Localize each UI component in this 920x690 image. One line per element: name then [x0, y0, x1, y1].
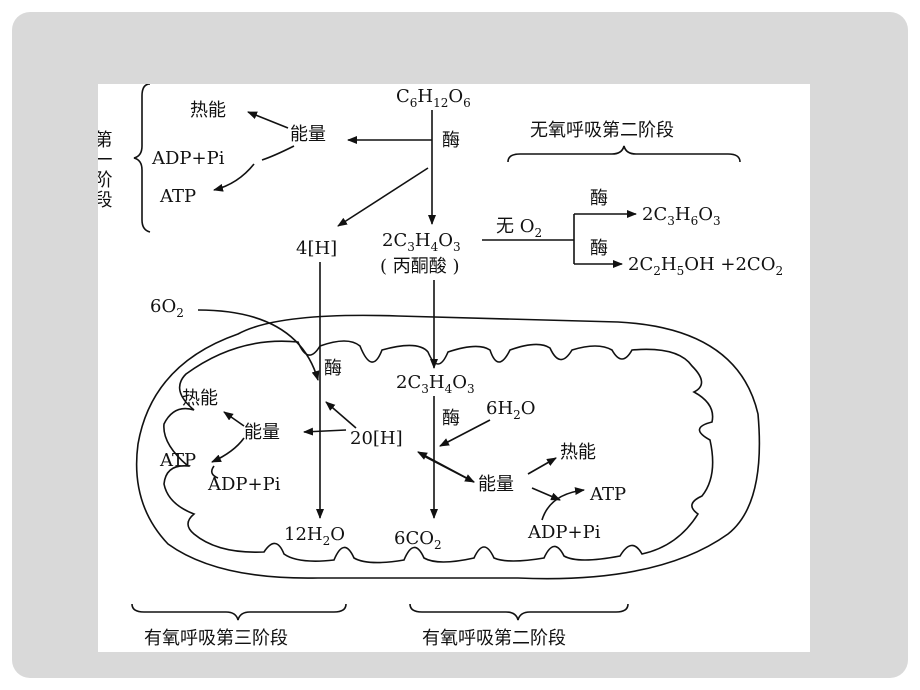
mito-left-atp: ATP	[159, 450, 196, 471]
anaerobic-condition: 无 O2	[496, 216, 542, 240]
arrow-hydrogen-to-left-energy	[303, 427, 347, 436]
pyruvate-name: ( 丙酮酸 )	[380, 256, 460, 277]
water-in-label: 6H2O	[486, 398, 536, 422]
arrow-left-adp-to-atp	[211, 437, 245, 463]
respiration-diagram: 第一阶段 C6H12O6 酶 能量 热能 ADP+Pi ATP 4[H] 2C3…	[98, 84, 783, 649]
stage1-heat: 热能	[190, 100, 226, 121]
arrow-oxygen	[197, 309, 320, 381]
stage1-atp: ATP	[159, 186, 196, 207]
mito-hydrogen: 20[H]	[350, 428, 403, 449]
arrow-left-energy-to-heat	[223, 411, 245, 427]
mito-left-heat: 热能	[182, 388, 218, 409]
arrow-water-to-center	[439, 419, 491, 447]
arrow-adp-to-atp	[213, 163, 255, 192]
stage1-title: 第一阶段	[98, 130, 113, 210]
mito-pyruvate: 2C3H4O3	[396, 372, 475, 396]
anaerobic-title: 无氧呼吸第二阶段	[530, 120, 674, 141]
stage1-brace	[133, 84, 151, 233]
co2-label: 6CO2	[394, 528, 442, 552]
lactic-acid-formula: 2C3H6O3	[642, 204, 721, 228]
mito-enzyme-left: 酶	[324, 358, 342, 379]
arrow-left-atp-curl	[210, 465, 219, 479]
stage1-hydrogen: 4[H]	[296, 238, 337, 259]
stage2-label: 有氧呼吸第二阶段	[422, 628, 566, 649]
anaerobic-enzyme-top: 酶	[590, 188, 608, 209]
stage1-enzyme: 酶	[442, 130, 460, 151]
glucose-formula: C6H12O6	[396, 86, 471, 110]
stage2-brace	[409, 603, 629, 621]
mitochondrion-inner-membrane	[163, 340, 714, 564]
anaerobic-enzyme-bottom: 酶	[590, 238, 608, 259]
arrow-to-hydrogen-20	[325, 401, 357, 429]
arrow-energy-to-heat	[247, 111, 289, 129]
ethanol-formula: 2C2H5OH +2CO2	[628, 254, 783, 278]
stage1-adp-pi: ADP+Pi	[151, 148, 225, 169]
mito-left-adp: ADP+Pi	[207, 474, 281, 495]
stage3-label: 有氧呼吸第三阶段	[144, 628, 288, 649]
arrow-right-adp-to-atp	[541, 487, 585, 521]
diagram-panel	[98, 84, 810, 652]
anaerobic-brace	[507, 145, 741, 163]
stage3-brace	[131, 603, 347, 621]
stage1-pyruvate: 2C3H4O3	[382, 230, 461, 254]
mito-right-atp: ATP	[589, 484, 626, 505]
arrow-energy-to-atp	[261, 145, 295, 161]
oxygen-label: 6O2	[150, 296, 184, 320]
mito-enzyme-mid: 酶	[442, 408, 460, 429]
arrow-right-energy-to-heat	[527, 457, 557, 475]
mitochondrion-outer-membrane	[135, 314, 761, 580]
water-out-label: 12H2O	[284, 524, 345, 548]
mito-left-energy: 能量	[244, 422, 280, 443]
stage1-energy: 能量	[290, 124, 326, 145]
mito-right-energy: 能量	[478, 474, 514, 495]
arrow-center-to-hydrogen	[417, 451, 475, 483]
mito-right-adp: ADP+Pi	[527, 522, 601, 543]
arrow-to-hydrogen	[337, 167, 429, 227]
arrow-right-energy-to-atp	[531, 487, 561, 501]
mito-right-heat: 热能	[560, 442, 596, 463]
